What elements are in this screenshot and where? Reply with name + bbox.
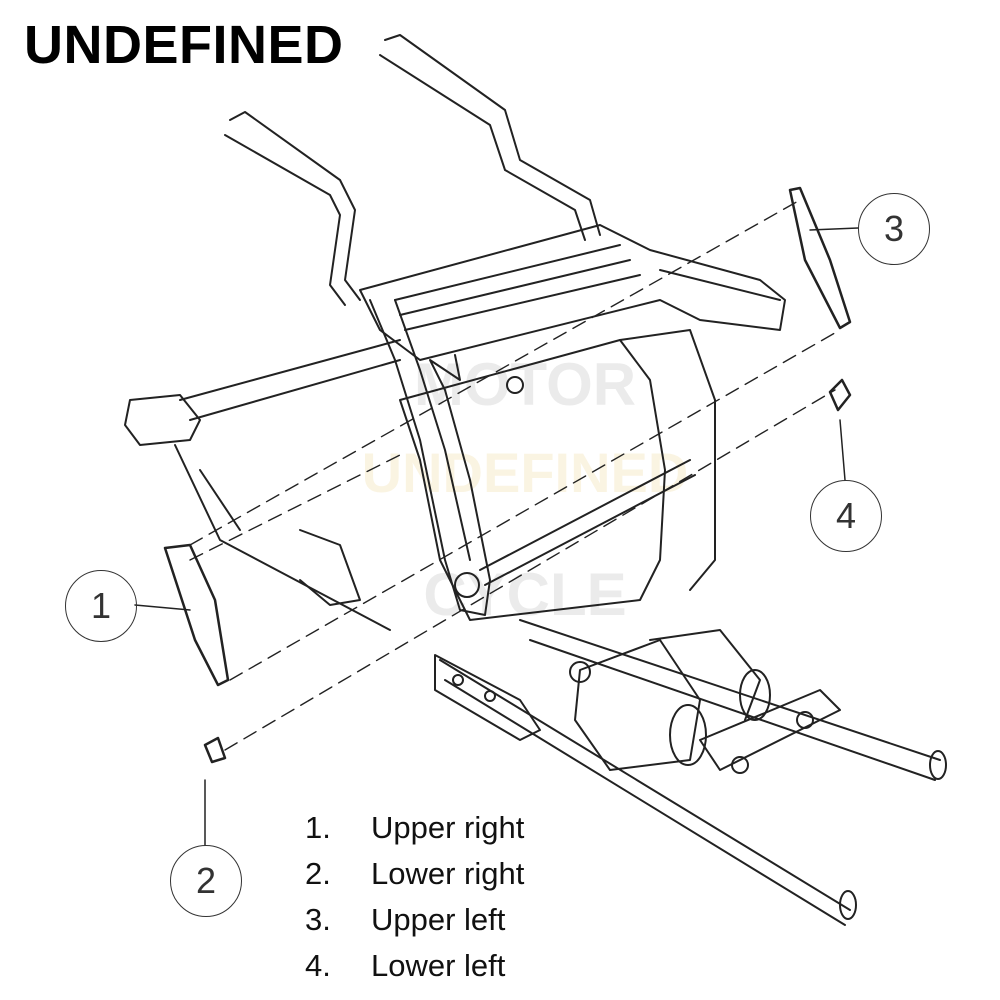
legend-number: 4.: [305, 948, 331, 983]
legend-number: 1.: [305, 810, 331, 845]
watermark-line2: UNDEFINED: [361, 441, 689, 504]
legend-label: Lower right: [371, 856, 525, 891]
part-4-lower-left-piece: [828, 378, 852, 412]
legend-label: Upper left: [371, 902, 506, 937]
legend-item: 2. Lower right: [305, 851, 524, 897]
part-3-upper-left-piece: [788, 186, 852, 330]
callout-4: 4: [810, 480, 882, 552]
callout-2: 2: [170, 845, 242, 917]
brand-title: UNDEFINED: [24, 15, 344, 75]
legend-item: 3. Upper left: [305, 897, 524, 943]
legend-number: 2.: [305, 856, 331, 891]
legend-number: 3.: [305, 902, 331, 937]
watermark-line1: MOTOR: [413, 351, 637, 418]
legend-label: Lower left: [371, 948, 506, 983]
legend-label: Upper right: [371, 810, 525, 845]
callout-3: 3: [858, 193, 930, 265]
part-2-lower-right-piece: [203, 736, 227, 764]
parts-legend: 1. Upper right 2. Lower right 3. Upper left…: [305, 805, 524, 989]
part-1-upper-right-piece: [163, 543, 230, 687]
legend-item: 4. Lower left: [305, 943, 524, 989]
legend-item: 1. Upper right: [305, 805, 524, 851]
callout-1: 1: [65, 570, 137, 642]
